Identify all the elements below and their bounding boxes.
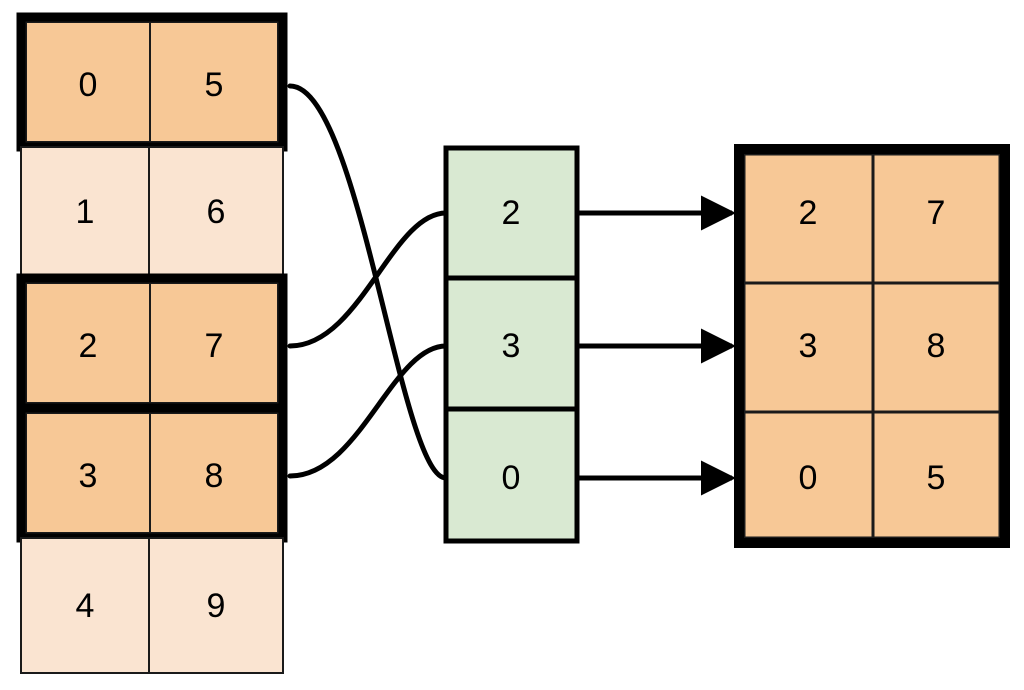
source-cell-2-0-label: 2 (79, 327, 98, 365)
source-cell-1-0-label: 1 (76, 193, 95, 231)
result-table: 2 7 3 8 0 5 (734, 144, 1010, 548)
source-cell-4-0[interactable] (20, 537, 150, 674)
source-cell-0-0-label: 0 (79, 66, 98, 104)
curve-source-row-2-to-index-0 (287, 210, 449, 349)
result-cell-2-0-label: 0 (799, 459, 818, 497)
source-row-1[interactable]: 1 6 (20, 146, 284, 278)
source-row-2[interactable]: 2 7 (16, 273, 288, 413)
source-cell-3-1[interactable] (149, 412, 279, 534)
result-cell-2-0[interactable] (742, 410, 875, 540)
result-table-outline (734, 144, 1010, 548)
source-cell-2-0[interactable] (25, 282, 151, 404)
index-cell-1-label: 3 (502, 327, 521, 365)
index-column: 2 3 0 (443, 145, 580, 544)
source-row-0[interactable]: 0 5 (16, 12, 288, 152)
source-cell-2-1-label: 7 (205, 327, 224, 365)
curve-source-row-3-to-index-1 (287, 343, 449, 479)
source-cell-3-0[interactable] (25, 412, 151, 534)
source-cell-1-1-label: 6 (207, 193, 226, 231)
index-cell-2[interactable] (443, 406, 580, 544)
source-row-4[interactable]: 4 9 (20, 537, 284, 674)
source-cell-3-0-label: 3 (79, 457, 98, 495)
index-cell-0-label: 2 (502, 194, 521, 232)
index-cell-1[interactable] (443, 275, 580, 412)
source-row-3[interactable]: 3 8 (16, 403, 288, 543)
source-cell-0-1-label: 5 (205, 66, 224, 104)
source-cell-4-0-label: 4 (76, 587, 95, 625)
curve-source-row-0-to-index-2 (287, 83, 449, 481)
source-cell-4-1-label: 9 (207, 587, 226, 625)
source-table: 0 5 1 6 2 7 3 (16, 12, 288, 674)
index-cell-2-label: 0 (502, 459, 521, 497)
source-cell-0-0[interactable] (25, 21, 151, 143)
source-cell-4-1[interactable] (148, 537, 284, 674)
result-cell-1-1-label: 8 (927, 327, 946, 365)
result-cell-0-0-label: 2 (799, 194, 818, 232)
source-cell-2-1[interactable] (149, 282, 279, 404)
result-cell-2-1-label: 5 (927, 459, 946, 497)
source-cell-0-1[interactable] (149, 21, 279, 143)
result-cell-0-1-label: 7 (927, 194, 946, 232)
result-cell-1-0-label: 3 (799, 327, 818, 365)
source-cell-3-1-label: 8 (205, 457, 224, 495)
